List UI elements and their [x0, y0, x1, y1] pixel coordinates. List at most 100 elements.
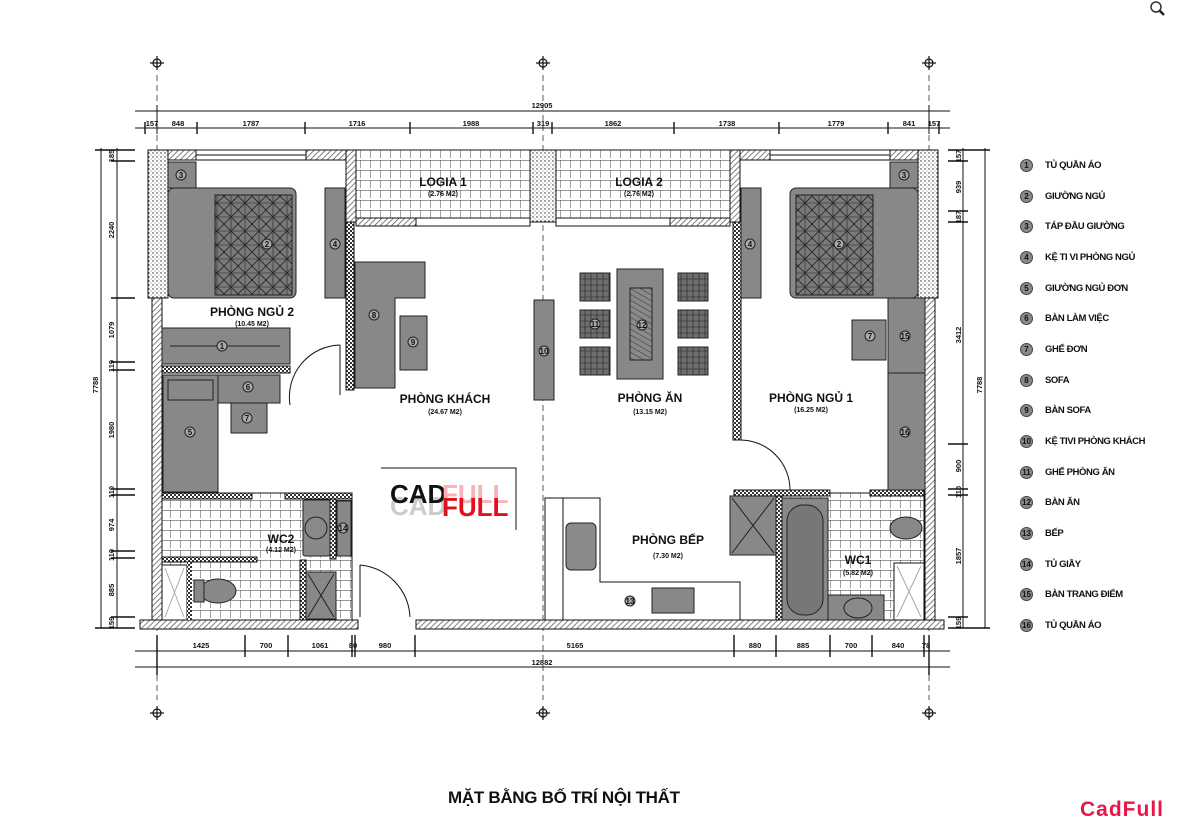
legend-item: 14 TỦ GIẦY — [1020, 549, 1190, 580]
svg-text:(7.30 M2): (7.30 M2) — [653, 553, 683, 560]
svg-text:9: 9 — [411, 338, 416, 347]
wc2-area — [161, 492, 353, 621]
svg-text:187: 187 — [954, 211, 963, 224]
legend-label: BẾP — [1045, 528, 1064, 540]
svg-text:1061: 1061 — [312, 641, 329, 650]
svg-text:1862: 1862 — [605, 119, 622, 128]
svg-text:1988: 1988 — [463, 119, 480, 128]
svg-text:157: 157 — [146, 119, 159, 128]
svg-text:1738: 1738 — [719, 119, 736, 128]
legend-label: GHẾ PHÒNG ĂN — [1045, 466, 1115, 478]
svg-text:PHÒNG NGỦ 1: PHÒNG NGỦ 1 — [769, 390, 853, 405]
svg-text:12: 12 — [638, 321, 647, 330]
legend-number: 14 — [1020, 557, 1033, 571]
kitchen-area — [544, 497, 741, 621]
legend-item: 9 BÀN SOFA — [1020, 396, 1190, 427]
svg-text:1079: 1079 — [107, 322, 116, 339]
legend-label: TÁP ĐẦU GIƯỜNG — [1045, 221, 1125, 233]
svg-text:110: 110 — [107, 486, 116, 498]
svg-text:CAD: CAD — [390, 479, 446, 509]
room-labels: LOGIA 1 (2.76 M2) LOGIA 2 (2.76 M2) PHÒN… — [210, 175, 873, 577]
legend-number: 2 — [1020, 189, 1033, 203]
legend-number: 5 — [1020, 281, 1033, 295]
legend-number: 11 — [1020, 465, 1033, 479]
svg-text:900: 900 — [954, 460, 963, 473]
svg-text:5165: 5165 — [567, 641, 584, 650]
svg-text:185: 185 — [107, 150, 116, 163]
right-dimension-labels: 157 939 187 3412 900 110 1857 159 7788 — [954, 150, 984, 630]
svg-text:15: 15 — [901, 332, 910, 341]
svg-text:1787: 1787 — [243, 119, 260, 128]
svg-text:CAD: CAD — [390, 491, 446, 521]
drawing-title: MẶT BẰNG BỐ TRÍ NỘI THẤT — [448, 788, 680, 807]
bedroom1-furniture — [740, 161, 926, 491]
svg-text:(24.67 M2): (24.67 M2) — [428, 409, 462, 416]
bedroom2-furniture — [161, 161, 346, 493]
svg-text:110: 110 — [954, 486, 963, 498]
magnifier-icon[interactable] — [1148, 0, 1168, 20]
legend-number: 9 — [1020, 404, 1033, 418]
svg-text:(4.12 M2): (4.12 M2) — [266, 547, 296, 554]
svg-text:LOGIA 2: LOGIA 2 — [615, 175, 663, 189]
svg-text:(13.15 M2): (13.15 M2) — [633, 409, 667, 416]
svg-text:14: 14 — [339, 524, 348, 533]
legend-number: 7 — [1020, 342, 1033, 356]
doors — [288, 344, 791, 618]
svg-text:FULL: FULL — [442, 479, 509, 509]
legend-item: 8 SOFA — [1020, 365, 1190, 396]
svg-text:2: 2 — [265, 240, 270, 249]
svg-text:1425: 1425 — [193, 641, 210, 650]
svg-text:1857: 1857 — [954, 548, 963, 565]
legend-label: GIƯỜNG NGỦ — [1045, 190, 1106, 202]
svg-text:980: 980 — [379, 641, 392, 650]
svg-text:885: 885 — [797, 641, 810, 650]
grid-markers — [150, 56, 936, 720]
svg-text:78: 78 — [922, 641, 930, 650]
top-dimension-labels: 12905 157 848 1787 1716 1988 319 1862 17… — [146, 101, 941, 128]
legend-label: TỦ GIẦY — [1045, 558, 1081, 570]
svg-text:7788: 7788 — [91, 377, 100, 394]
svg-text:2240: 2240 — [107, 222, 116, 239]
svg-text:939: 939 — [954, 181, 963, 194]
left-dimension-labels: 185 2240 1079 119 1980 110 974 110 885 1… — [91, 150, 116, 630]
svg-text:11: 11 — [591, 320, 600, 329]
svg-text:10: 10 — [540, 347, 549, 356]
svg-text:841: 841 — [903, 119, 916, 128]
svg-text:1779: 1779 — [828, 119, 845, 128]
svg-text:1716: 1716 — [349, 119, 366, 128]
svg-text:1: 1 — [220, 342, 225, 351]
svg-text:880: 880 — [749, 641, 762, 650]
svg-text:PHÒNG ĂN: PHÒNG ĂN — [618, 390, 683, 405]
legend-label: GHẾ ĐƠN — [1045, 343, 1088, 355]
svg-text:(2.76 M2): (2.76 M2) — [624, 191, 654, 198]
svg-text:6: 6 — [246, 383, 251, 392]
living-room-furniture — [354, 261, 555, 401]
svg-text:319: 319 — [537, 119, 550, 128]
legend-number: 4 — [1020, 250, 1033, 264]
legend-label: BÀN SOFA — [1045, 405, 1091, 417]
legend-label: KỆ TI VI PHÒNG NGỦ — [1045, 251, 1135, 263]
svg-text:WC1: WC1 — [845, 553, 872, 567]
svg-text:700: 700 — [845, 641, 858, 650]
legend-label: BÀN LÀM VIỆC — [1045, 313, 1109, 325]
svg-text:1980: 1980 — [107, 422, 116, 439]
svg-text:159: 159 — [107, 617, 116, 630]
legend-number: 1 — [1020, 158, 1033, 172]
legend-label: SOFA — [1045, 374, 1070, 386]
svg-text:7788: 7788 — [975, 377, 984, 394]
svg-text:12905: 12905 — [532, 101, 553, 110]
svg-text:80: 80 — [349, 641, 357, 650]
bottom-dimension-labels: 1425 700 1061 80 980 5165 880 885 700 84… — [193, 641, 931, 667]
svg-text:848: 848 — [172, 119, 185, 128]
legend-number: 8 — [1020, 373, 1033, 387]
svg-text:WC2: WC2 — [268, 532, 295, 546]
legend-label: KỆ TIVI PHÒNG KHÁCH — [1045, 436, 1146, 448]
svg-text:885: 885 — [107, 584, 116, 597]
